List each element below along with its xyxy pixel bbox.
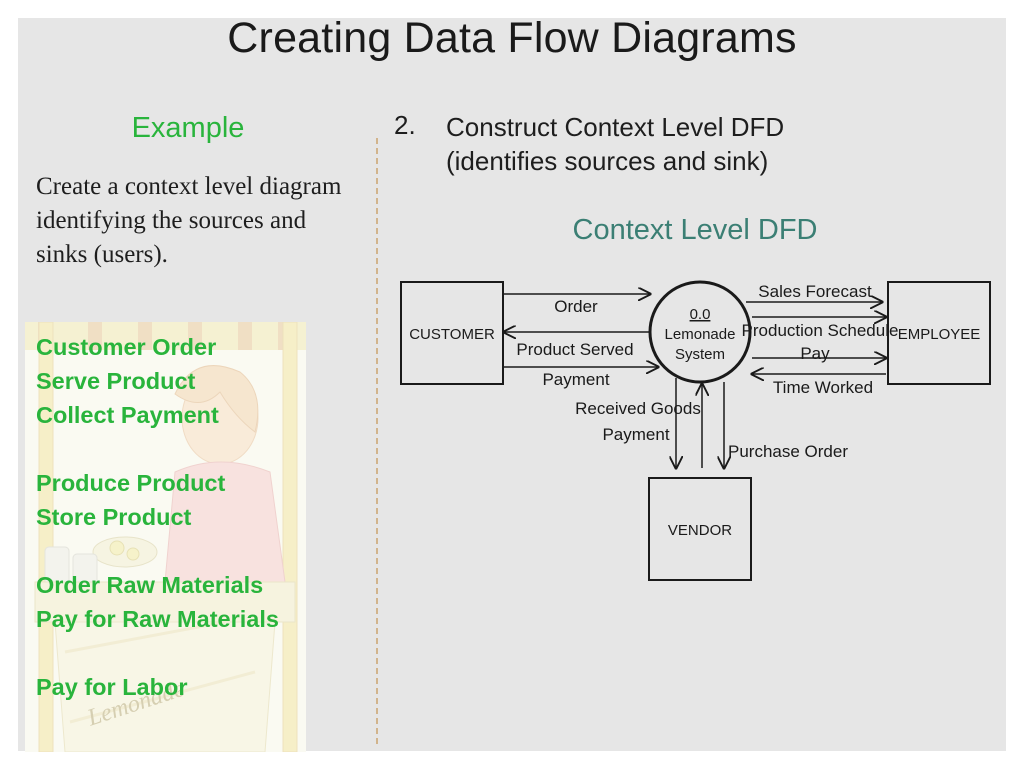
task-item: Pay for Labor xyxy=(36,674,188,700)
process-name-line-1: Lemonade xyxy=(665,326,736,343)
task-item: Order Raw Materials xyxy=(36,572,264,598)
step-description: Construct Context Level DFD (identifies … xyxy=(446,110,846,178)
sales-forecast-flow-label: Sales Forecast xyxy=(758,282,872,301)
employee-entity-box xyxy=(887,281,991,385)
process-id: 0.0 xyxy=(690,306,711,323)
example-heading: Example xyxy=(131,112,245,144)
task-item: Produce Product xyxy=(36,470,226,496)
vendor-payment-flow-label: Payment xyxy=(602,425,669,444)
received-goods-flow-label: Received Goods xyxy=(575,399,701,418)
customer-entity-label: CUSTOMER xyxy=(409,326,495,343)
vendor-entity-label: VENDOR xyxy=(668,522,732,539)
context-dfd-diagram: CUSTOMER EMPLOYEE VENDOR 0.0 Lemonade Sy… xyxy=(400,280,991,581)
product-served-flow-label: Product Served xyxy=(516,340,633,359)
task-item: Store Product xyxy=(36,504,192,530)
step-line-1: Construct Context Level DFD xyxy=(446,112,785,142)
task-list: Customer Order Serve Product Collect Pay… xyxy=(36,330,279,704)
production-schedule-flow-label: Production Schedule xyxy=(742,321,899,340)
employee-entity-label: EMPLOYEE xyxy=(898,326,981,343)
step-number: 2. xyxy=(394,110,416,140)
column-divider xyxy=(376,138,378,744)
task-item: Serve Product xyxy=(36,368,196,394)
process-name-line-2: System xyxy=(675,346,725,363)
vendor-entity-box xyxy=(648,477,752,581)
lemonade-stand-illustration: Lemonade xyxy=(25,322,306,752)
task-item: Collect Payment xyxy=(36,402,219,428)
time-worked-flow-label: Time Worked xyxy=(773,378,873,397)
purchase-order-flow-label: Purchase Order xyxy=(728,442,848,461)
pay-flow-label: Pay xyxy=(800,344,830,363)
step-line-2: (identifies sources and sink) xyxy=(446,146,769,176)
page-title: Creating Data Flow Diagrams xyxy=(227,14,797,62)
task-item: Pay for Raw Materials xyxy=(36,606,279,632)
customer-payment-flow-label: Payment xyxy=(542,370,609,389)
order-flow-label: Order xyxy=(554,297,598,316)
task-item: Customer Order xyxy=(36,334,217,360)
intro-text: Create a context level diagram identifyi… xyxy=(36,173,342,268)
diagram-title: Context Level DFD xyxy=(572,214,818,246)
